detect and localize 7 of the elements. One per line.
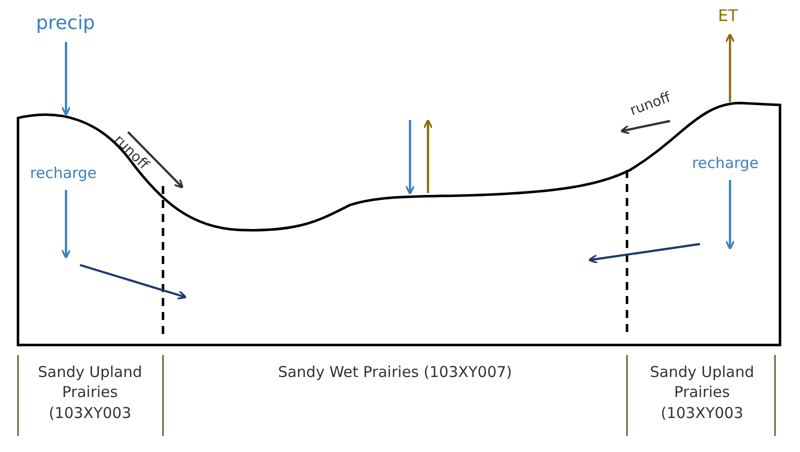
flux-label: ET bbox=[718, 6, 738, 26]
zone-label: Sandy Wet Prairies (103XY007) bbox=[276, 362, 514, 382]
flux-label: precip bbox=[36, 12, 95, 35]
flux-label: recharge bbox=[692, 154, 759, 172]
flux-label: recharge bbox=[30, 164, 97, 182]
zone-label: Sandy Upland Prairies (103XY003 bbox=[36, 362, 144, 423]
zone-label: Sandy Upland Prairies (103XY003 bbox=[648, 362, 756, 423]
